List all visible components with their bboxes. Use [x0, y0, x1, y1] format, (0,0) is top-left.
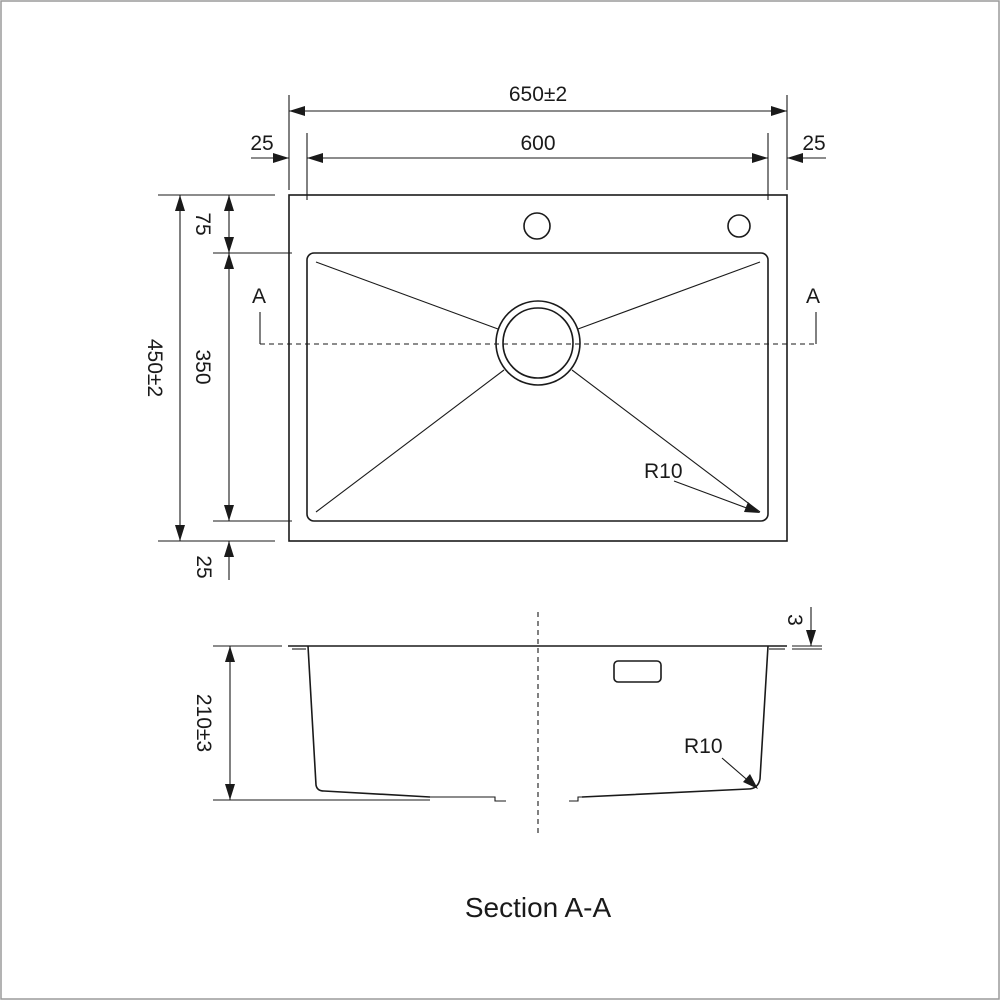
radius-leader	[673, 480, 753, 511]
arrow-icon	[752, 153, 768, 163]
arrow-icon	[175, 525, 185, 541]
drain-inner-ring	[502, 307, 574, 379]
sink-bowl-outline	[306, 252, 769, 522]
section-mark-right: A	[806, 285, 820, 308]
overflow-slot-icon	[613, 660, 662, 683]
section-title: Section A-A	[465, 892, 612, 923]
arrow-icon	[224, 541, 234, 557]
dim-front-rim: 25	[192, 555, 215, 578]
radius-arrow-icon	[744, 502, 760, 513]
slope-line	[315, 261, 499, 330]
section-radius-label: R10	[684, 735, 723, 758]
dim-right-rim: 25	[802, 132, 825, 155]
slope-line	[577, 261, 761, 330]
dim-inner-depth: 350	[191, 349, 214, 384]
arrow-icon	[225, 784, 235, 800]
drain-outer-ring	[495, 300, 581, 386]
dim-section-height: 210±3	[192, 694, 215, 752]
section-view: 210±3 3 R10 Section A-A	[192, 607, 822, 923]
arrow-icon	[175, 195, 185, 211]
arrow-icon	[224, 505, 234, 521]
arrow-icon	[806, 630, 816, 646]
dim-flange-thickness: 3	[783, 614, 806, 626]
plan-view: A A R10 650±2 600 25 25	[143, 83, 826, 580]
sink-outer-outline	[288, 194, 788, 542]
arrow-icon	[224, 253, 234, 269]
arrow-icon	[224, 195, 234, 211]
arrow-icon	[224, 237, 234, 253]
slope-line	[571, 369, 761, 513]
arrow-icon	[289, 106, 305, 116]
arrow-icon	[771, 106, 787, 116]
radius-arrow-icon	[743, 774, 758, 789]
section-mark-left: A	[252, 285, 266, 308]
section-left-wall	[307, 645, 431, 798]
arrow-icon	[225, 646, 235, 662]
tap-hole-icon	[523, 212, 551, 240]
overflow-hole-icon	[727, 214, 751, 238]
arrow-icon	[273, 153, 289, 163]
plan-radius-label: R10	[644, 460, 683, 483]
dim-inner-width: 600	[520, 132, 555, 155]
dim-back-deck: 75	[191, 212, 214, 235]
dim-left-rim: 25	[250, 132, 273, 155]
section-drain-stub-right	[569, 796, 582, 802]
dim-overall-width: 650±2	[509, 83, 567, 106]
section-drain-stub-left	[430, 796, 506, 802]
arrow-icon	[787, 153, 803, 163]
slope-line	[315, 369, 505, 513]
dim-overall-depth: 450±2	[143, 339, 166, 397]
arrow-icon	[307, 153, 323, 163]
